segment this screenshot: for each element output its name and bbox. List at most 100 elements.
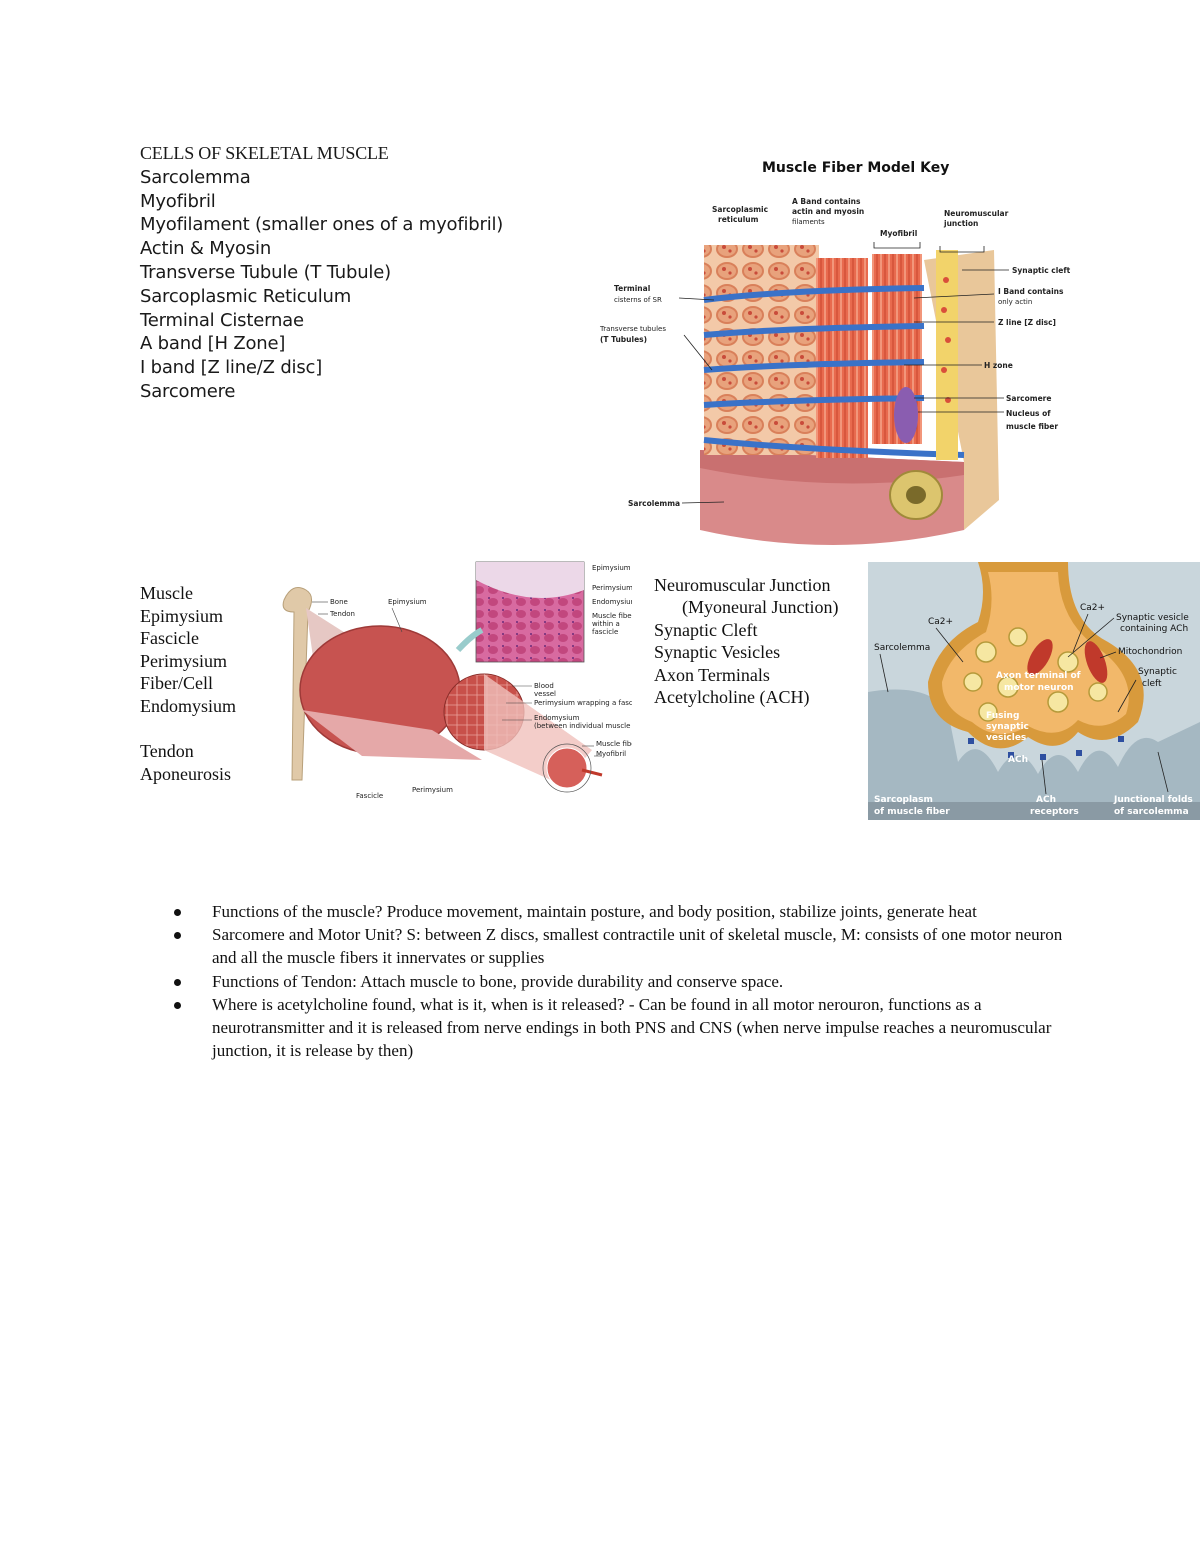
label-inset-perimysium: Perimysium — [592, 584, 632, 592]
label-neuromuscular-junction: Neuromuscular — [944, 209, 1009, 218]
svg-text:reticulum: reticulum — [718, 215, 759, 224]
nmj-list-item: Neuromuscular Junction — [654, 575, 831, 595]
label-synaptic-cleft: Synaptic — [1138, 667, 1177, 677]
muscle-structure-figure: Bone Tendon Epimysium Fascicle Perimysiu… — [262, 560, 632, 805]
label-perimysium-wrapping: Perimysium wrapping a fascicle — [534, 699, 632, 707]
svg-text:filaments: filaments — [792, 218, 825, 226]
neuromuscular-junction-list: Neuromuscular Junction (Myoneural Juncti… — [654, 574, 838, 708]
cells-list-item: Sarcoplasmic Reticulum — [140, 285, 352, 307]
nmj-list-item: Acetylcholine (ACH) — [654, 687, 810, 708]
label-z-line: Z line [Z disc] — [998, 318, 1056, 327]
cells-list-item: Myofibril — [140, 190, 216, 212]
cells-list-heading: CELLS OF SKELETAL MUSCLE — [140, 143, 389, 163]
cells-list-item: A band [H Zone] — [140, 333, 286, 355]
list-spacer — [140, 718, 236, 741]
muscle-structure-labels: Bone Tendon Epimysium Fascicle Perimysiu… — [329, 564, 632, 800]
muscle-list-item: Muscle — [140, 583, 193, 603]
nmj-illustration: Ca2+ Ca2+ Synaptic vesicle containing AC… — [868, 562, 1200, 820]
label-sarcoplasmic-reticulum: Sarcoplasmic — [712, 205, 768, 214]
svg-text:(between individual muscle fib: (between individual muscle fibers) — [534, 722, 632, 730]
svg-text:actin and myosin: actin and myosin — [792, 207, 864, 216]
svg-text:cleft: cleft — [1142, 679, 1162, 689]
cells-list-item: Sarcolemma — [140, 166, 251, 188]
muscle-fiber-model-figure: Muscle Fiber Model Key Sarc — [584, 150, 1084, 555]
svg-text:of muscle fiber: of muscle fiber — [874, 807, 950, 817]
label-perimysium: Perimysium — [412, 786, 453, 794]
svg-text:containing ACh: containing ACh — [1120, 624, 1188, 634]
muscle-list-item: Tendon — [140, 741, 194, 762]
muscle-structure-list: Muscle Epimysium Fascicle Perimysium Fib… — [140, 582, 236, 785]
bullet-dot-icon — [174, 932, 181, 940]
label-mitochondrion: Mitochondrion — [1118, 647, 1182, 657]
muscle-list-item: Fiber/Cell — [140, 673, 213, 694]
muscle-list-item: Perimysium — [140, 650, 228, 671]
svg-text:motor neuron: motor neuron — [1004, 683, 1074, 693]
svg-text:(T Tubules): (T Tubules) — [600, 335, 647, 344]
cells-list-item: I band [Z line/Z disc] — [140, 357, 323, 379]
svg-text:within a: within a — [592, 620, 620, 628]
muscle-list-item: Epimysium — [140, 605, 224, 626]
label-synaptic-cleft: Synaptic cleft — [1012, 266, 1071, 275]
muscle-list-item: Fascicle — [140, 628, 199, 649]
label-blood-vessel: Blood — [534, 682, 554, 690]
review-questions-list: Functions of the muscle? Produce movemen… — [172, 900, 1072, 1062]
cells-of-skeletal-muscle-list: CELLS OF SKELETAL MUSCLE Sarcolemma Myof… — [140, 142, 503, 404]
svg-text:receptors: receptors — [1030, 807, 1079, 817]
figure-title: Muscle Fiber Model Key — [762, 160, 949, 176]
label-myofibril: Myofibril — [596, 750, 626, 758]
nmj-list-item: Axon Terminals — [654, 664, 770, 685]
neuromuscular-junction-figure: Ca2+ Ca2+ Synaptic vesicle containing AC… — [868, 562, 1200, 820]
svg-text:vessel: vessel — [534, 690, 556, 698]
cells-list-item: Myofilament (smaller ones of a myofibril… — [140, 214, 504, 236]
muscle-fiber-labels: Sarcoplasmic reticulum A Band contains a… — [599, 197, 1071, 508]
label-endomysium: Endomysium — [534, 714, 580, 722]
muscle-list-item: Endomysium — [140, 695, 237, 716]
label-junctional-folds: Junctional folds — [1113, 795, 1193, 805]
label-sarcomere: Sarcomere — [1006, 394, 1051, 403]
label-fusing-vesicles: Fusing — [986, 711, 1019, 721]
bullet-item: Functions of the muscle? Produce movemen… — [172, 900, 1072, 923]
bullet-dot-icon — [174, 1001, 181, 1009]
bullet-item: Sarcomere and Motor Unit? S: between Z d… — [172, 923, 1072, 969]
cells-list-item: Sarcomere — [140, 380, 236, 402]
bullet-dot-icon — [174, 978, 181, 986]
label-inset-endomysium: Endomysium — [592, 598, 632, 606]
muscle-fiber-illustration: Muscle Fiber Model Key Sarc — [599, 160, 1071, 545]
label-transverse-tubules: Transverse tubules — [599, 325, 666, 333]
label-nucleus: Nucleus of — [1006, 409, 1051, 418]
svg-text:vesicles: vesicles — [986, 733, 1026, 743]
label-ach: ACh — [1008, 755, 1028, 765]
label-epimysium: Epimysium — [388, 598, 427, 606]
label-axon-terminal: Axon terminal of — [996, 671, 1081, 681]
bullet-item: Where is acetylcholine found, what is it… — [172, 993, 1072, 1063]
nmj-list-item: (Myoneural Junction) — [682, 597, 839, 618]
svg-text:cisterns of SR: cisterns of SR — [614, 296, 662, 304]
label-i-band: I Band contains — [998, 287, 1064, 296]
bullet-dot-icon — [174, 909, 181, 916]
svg-text:synaptic: synaptic — [986, 722, 1029, 732]
svg-text:muscle fiber: muscle fiber — [1006, 422, 1058, 431]
bullet-item: Functions of Tendon: Attach muscle to bo… — [172, 970, 1072, 993]
nmj-list-item: Synaptic Cleft — [654, 619, 758, 640]
label-fascicle: Fascicle — [356, 792, 383, 800]
svg-text:junction: junction — [943, 219, 978, 228]
label-terminal-cisterns: Terminal — [614, 284, 650, 293]
muscle-list-item: Aponeurosis — [140, 763, 231, 784]
nmj-list-item: Synaptic Vesicles — [654, 642, 781, 663]
label-sarcolemma: Sarcolemma — [874, 643, 930, 653]
label-synaptic-vesicle: Synaptic vesicle — [1116, 613, 1189, 623]
label-ach-receptors: ACh — [1036, 795, 1056, 805]
label-ca-left: Ca2+ — [928, 617, 953, 627]
label-tendon: Tendon — [329, 610, 355, 618]
cells-list-item: Transverse Tubule (T Tubule) — [140, 261, 391, 283]
label-sarcolemma: Sarcolemma — [628, 499, 680, 508]
label-muscle-fiber: Muscle fiber — [596, 740, 632, 748]
label-ca-right: Ca2+ — [1080, 603, 1105, 613]
nmj-labels: Ca2+ Ca2+ Synaptic vesicle containing AC… — [874, 603, 1193, 817]
svg-text:fascicle: fascicle — [592, 628, 618, 636]
label-a-band: A Band contains — [792, 197, 861, 206]
muscle-structure-illustration: Bone Tendon Epimysium Fascicle Perimysiu… — [282, 561, 632, 800]
label-inset-epimysium: Epimysium — [592, 564, 631, 572]
label-myofibril: Myofibril — [880, 229, 917, 238]
svg-text:only actin: only actin — [998, 298, 1032, 306]
